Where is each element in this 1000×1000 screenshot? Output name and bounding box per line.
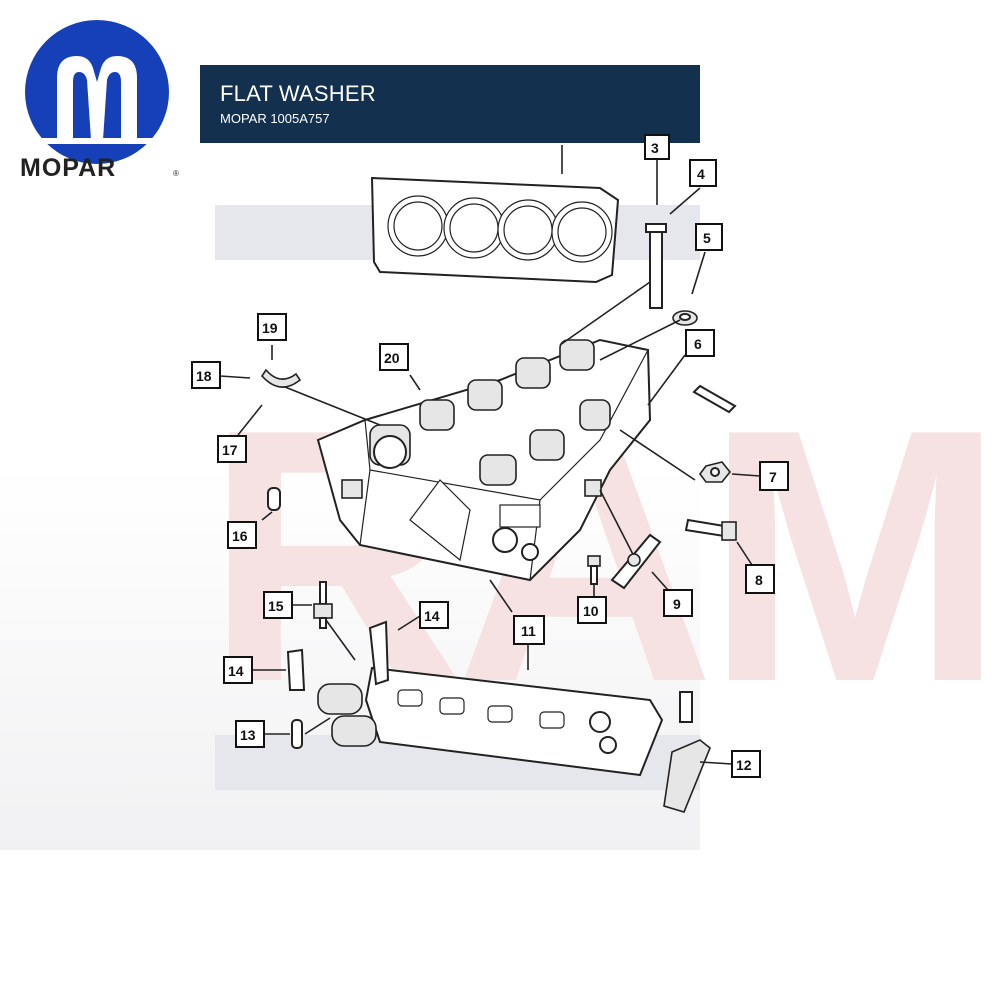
part-title-banner: FLAT WASHER MOPAR 1005A757 [200,65,700,143]
callout-6: 6 [685,329,715,357]
svg-text:7: 7 [769,469,777,485]
half-moon-seal [260,368,302,388]
locating-pin [291,719,303,749]
callout-8: 8 [745,564,775,594]
flat-washer [672,310,698,326]
part-number: MOPAR 1005A757 [220,111,330,126]
callout-14-lower: 14 [223,656,253,684]
callout-11: 11 [513,615,545,645]
dowel-pin [267,487,281,511]
cam-sensor [610,533,662,590]
svg-text:11: 11 [521,623,536,639]
mopar-m-emblem-icon [15,20,185,164]
head-bolt [645,223,667,309]
mopar-wordmark: MOPAR [20,154,116,182]
callout-7: 7 [759,461,789,491]
svg-text:6: 6 [694,336,702,352]
callout-14-upper: 14 [419,601,449,629]
callout-10: 10 [577,596,607,624]
mopar-logo: MOPAR ® [15,20,185,185]
bracket-upper [368,620,390,686]
svg-text:19: 19 [262,320,278,336]
bolt [684,518,737,541]
callout-5: 5 [695,223,723,251]
callout-9: 9 [663,589,693,617]
flange-nut [699,461,732,483]
svg-text:18: 18 [196,368,212,384]
stud [692,384,737,414]
callout-3: 3 [644,134,670,160]
svg-text:13: 13 [240,727,256,743]
svg-text:9: 9 [673,596,681,612]
callout-19: 19 [257,313,287,341]
callout-18: 18 [191,361,221,389]
mounting-bolt [313,581,333,629]
svg-text:15: 15 [268,598,284,614]
svg-text:3: 3 [651,140,659,156]
svg-text:16: 16 [232,528,248,544]
svg-text:®: ® [173,169,179,178]
svg-text:4: 4 [697,166,705,182]
callout-20: 20 [379,343,409,371]
svg-text:14: 14 [424,608,440,624]
svg-text:14: 14 [228,663,244,679]
oil-control-valves [317,683,377,747]
callout-4: 4 [689,159,717,187]
callout-15: 15 [263,591,293,619]
svg-text:8: 8 [755,572,763,588]
callout-13: 13 [235,720,265,748]
callout-16: 16 [227,521,257,549]
svg-text:5: 5 [703,230,711,246]
small-bolt [587,555,601,585]
part-title: FLAT WASHER [220,81,376,106]
svg-text:20: 20 [384,350,400,366]
callout-12: 12 [731,750,761,778]
oil-control-solenoid [663,691,711,813]
callout-17: 17 [217,435,247,463]
cylinder-head-assembly [316,338,652,582]
head-gasket [370,176,620,284]
bracket-lower [286,648,306,691]
lower-housing [364,666,664,777]
svg-text:12: 12 [736,757,752,773]
svg-text:10: 10 [583,603,599,619]
svg-text:17: 17 [222,442,238,458]
